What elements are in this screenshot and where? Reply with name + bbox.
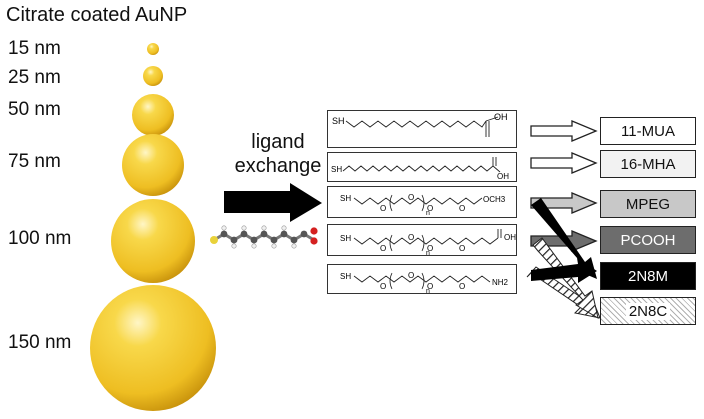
ligand-exchange-label: ligand exchange (228, 130, 328, 178)
oxygen-label: O (459, 282, 465, 291)
molecule-structure-pcooh: SH O O O O n OH (340, 229, 516, 257)
molecule-box-mpeg: SH O O O O n OCH3 (327, 186, 517, 218)
end-group-label: OH (494, 112, 508, 122)
nanoparticle-25nm (143, 66, 163, 86)
end-group-label: NH2 (492, 278, 509, 287)
oxygen-label: O (459, 244, 465, 253)
size-label-15nm: 15 nm (8, 38, 61, 59)
ligand-molecule-model (210, 225, 318, 249)
end-group-label: OH (497, 172, 509, 181)
repeat-n-label: n (426, 210, 430, 217)
nanoparticle-100nm (111, 199, 195, 283)
oxygen-label: O (408, 271, 414, 280)
molecule-structure-11-mua: SH OH (332, 112, 508, 137)
arrow-to-11-mua (530, 120, 598, 142)
arrow-to-16-mha (530, 152, 598, 174)
molecule-structure-mpeg: SH O O O O n OCH3 (340, 193, 506, 217)
oxygen-label: O (408, 233, 414, 242)
nanoparticle-150nm (90, 285, 216, 411)
nanoparticle-75nm (122, 134, 184, 196)
oxygen-label: O (459, 204, 465, 213)
size-label-100nm: 100 nm (8, 228, 72, 249)
figure-title: Citrate coated AuNP (6, 4, 188, 26)
ligand-label-2n8c-text: 2N8C (625, 302, 671, 320)
oxygen-label: O (380, 204, 386, 213)
molecule-structure-16-mha: SH OH (331, 157, 509, 181)
molecule-structure-nh2: SH O O O O n NH2 (340, 271, 509, 295)
thiol-label: SH (340, 272, 351, 281)
molecule-box-11-mua: SH OH (327, 110, 517, 148)
oxygen-label: O (427, 204, 433, 213)
ligand-label-2n8m: 2N8M (600, 262, 696, 290)
size-label-150nm: 150 nm (8, 332, 72, 353)
size-label-75nm: 75 nm (8, 151, 61, 172)
molecule-box-pcooh: SH O O O O n OH (327, 224, 517, 257)
size-label-25nm: 25 nm (8, 67, 61, 88)
ligand-label-11-mua: 11-MUA (600, 117, 696, 145)
oxygen-label: O (427, 244, 433, 253)
ligand-exchange-arrow (224, 183, 322, 222)
repeat-n-label: n (426, 250, 430, 255)
thiol-label: SH (331, 165, 342, 174)
nanoparticle-50nm (132, 94, 174, 136)
thiol-label: SH (340, 234, 351, 243)
ligand-label-line2: exchange (234, 155, 322, 177)
oxygen-label: O (408, 193, 414, 202)
molecule-box-nh2: SH O O O O n NH2 (327, 264, 517, 295)
oxygen-label: O (380, 244, 386, 253)
repeat-n-label: n (426, 288, 430, 293)
oxygen-label: O (380, 282, 386, 291)
ligand-label-16-mha: 16-MHA (600, 150, 696, 178)
oxygen-label: O (427, 282, 433, 291)
molecule-box-16-mha: SH OH (327, 152, 517, 182)
nanoparticle-15nm (147, 43, 159, 55)
ligand-label-line1: ligand (251, 131, 305, 153)
thiol-label: SH (340, 194, 351, 203)
thiol-label: SH (332, 116, 345, 126)
arrow-to-2n8m (531, 198, 597, 279)
ligand-label-2n8c: 2N8C (600, 297, 696, 325)
ligand-label-pcooh: PCOOH (600, 226, 696, 254)
end-group-label: OCH3 (483, 195, 506, 204)
size-label-50nm: 50 nm (8, 99, 61, 120)
end-group-label: OH (504, 233, 516, 242)
ligand-label-mpeg: MPEG (600, 190, 696, 218)
arrow-nh2-to-2n8m (531, 258, 597, 283)
